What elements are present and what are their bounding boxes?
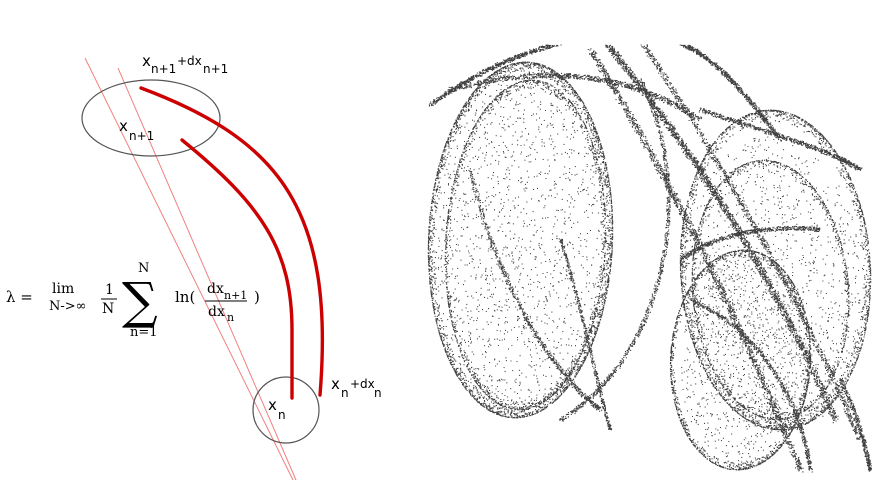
svg-text:n: n [278,408,286,422]
formula-lim-sub: N->∞ [49,299,87,314]
svg-text:+dx: +dx [177,54,202,68]
tangent-line [84,57,294,481]
formula-sum-top: N [138,261,149,276]
svg-text:+dx: +dx [350,377,375,391]
neighborhood-circle-n [252,376,320,444]
svg-text:n+1: n+1 [151,62,176,76]
svg-text:n: n [374,386,382,400]
trajectory-x-n-plus-dx [139,86,325,397]
trajectory-x-n [180,138,294,400]
svg-text:n+1: n+1 [203,62,228,76]
tangent-lines [84,57,297,481]
lyapunov-formula: λ = lim N->∞ 1 N N ∑ n=1 ln( dx n+1 dx n… [6,261,260,340]
label-x-n: x n [268,396,286,422]
formula-frac-num: 1 [105,282,114,298]
svg-text:n: n [341,386,349,400]
formula-inner-den: dx [208,304,225,320]
formula-inner-den-sub: n [227,311,234,324]
formula-lim: lim [52,281,74,297]
formula-ln: ln( [175,288,195,306]
formula-sum-symbol: ∑ [122,272,158,330]
tangent-line [117,67,297,481]
svg-text:x: x [119,117,128,135]
svg-text:x: x [268,396,277,414]
formula-inner-num-sub: n+1 [224,289,247,302]
svg-text:x: x [142,52,151,70]
formula-lambda: λ = [6,288,33,306]
label-x-n-dx-n: x n +dx n [331,375,382,400]
formula-sum-bottom: n=1 [130,325,158,340]
attractor-points [427,44,872,473]
svg-text:x: x [331,375,340,393]
strange-attractor-plot [427,44,872,473]
formula-inner-num: dx [207,281,224,297]
label-x-n1: x n+1 [119,117,154,143]
neighborhood-ellipse-n1 [81,79,221,157]
formula-close: ) [254,288,260,306]
formula-frac-den: N [102,301,114,317]
svg-text:n+1: n+1 [129,129,154,143]
label-x-n1-dx-n1: x n+1 +dx n+1 [142,52,228,76]
